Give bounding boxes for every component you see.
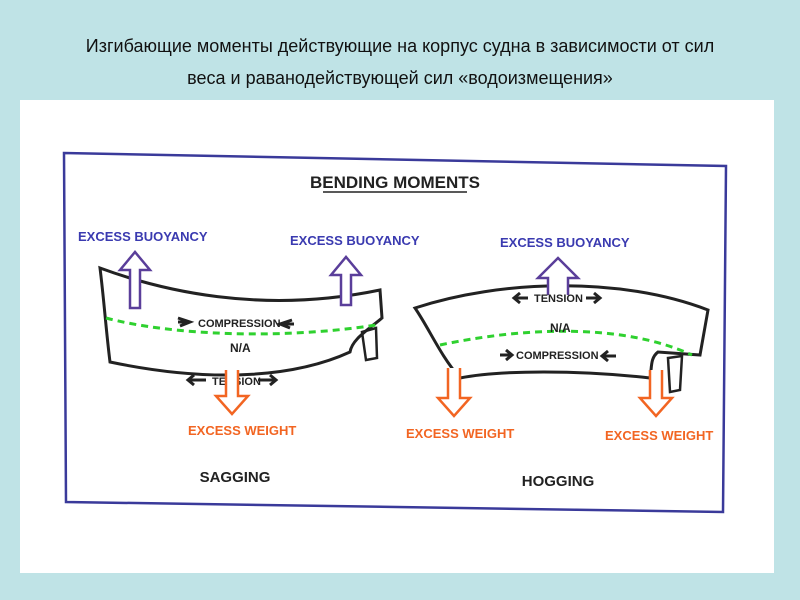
slide-title: Изгибающие моменты действующие на корпус… <box>0 30 800 94</box>
sagging-buoyancy-arrow-right <box>328 255 364 307</box>
hogging-weight-arrow-left <box>435 368 473 418</box>
hogging-rudder <box>666 354 684 394</box>
hogging-compression-arrow-left-head <box>505 348 515 362</box>
sagging-caption: SAGGING <box>200 469 271 486</box>
sagging-compression-label: COMPRESSION <box>198 318 281 330</box>
sagging-neutral-axis-label: N/A <box>230 341 251 355</box>
sagging-buoyancy-label-right: EXCESS BUOYANCY <box>290 233 420 248</box>
tension-arrow-left-head <box>185 373 195 387</box>
hogging-tension-arrow-left-head <box>511 291 521 305</box>
tension-arrow-right-head <box>269 373 279 387</box>
sagging-buoyancy-arrow-left <box>117 250 153 310</box>
hogging-buoyancy-arrow <box>534 256 582 295</box>
hogging-buoyancy-label: EXCESS BUOYANCY <box>500 235 630 250</box>
sagging-rudder <box>360 326 379 362</box>
sagging-neutral-axis-line <box>105 316 377 336</box>
sagging-hull <box>98 265 384 377</box>
bending-moments-figure: BENDING MOMENTS EXCESS BUOYANCY EXCESS B… <box>20 100 774 573</box>
hogging-compression-arrow-right-head <box>599 349 609 363</box>
sagging-weight-label: EXCESS WEIGHT <box>188 423 296 438</box>
slide-title-line-1: Изгибающие моменты действующие на корпус… <box>85 36 715 56</box>
sagging-buoyancy-label-left: EXCESS BUOYANCY <box>78 229 208 244</box>
diagram-heading: BENDING MOMENTS <box>310 173 480 192</box>
bending-moments-diagram: BENDING MOMENTS EXCESS BUOYANCY EXCESS B… <box>62 151 728 514</box>
hogging-tension-label: TENSION <box>534 293 583 305</box>
diagram-frame <box>62 151 728 514</box>
hogging-compression-label: COMPRESSION <box>516 350 599 362</box>
hogging-weight-arrow-right <box>637 370 675 418</box>
hogging-caption: HOGGING <box>522 473 595 490</box>
hogging-tension-arrow-right-head <box>593 291 603 305</box>
sagging-diagram: EXCESS BUOYANCY EXCESS BUOYANCY COMPRESS… <box>78 229 420 486</box>
slide-title-line-2: веса и раванодействующей сил «водоизмеще… <box>187 68 613 88</box>
hogging-neutral-axis-label: N/A <box>550 321 571 335</box>
hogging-weight-label-right: EXCESS WEIGHT <box>605 428 713 443</box>
hogging-weight-label-left: EXCESS WEIGHT <box>406 426 514 441</box>
sagging-weight-arrow <box>213 370 251 416</box>
hogging-diagram: EXCESS BUOYANCY TENSION N/A COMPRESSION … <box>406 235 713 490</box>
